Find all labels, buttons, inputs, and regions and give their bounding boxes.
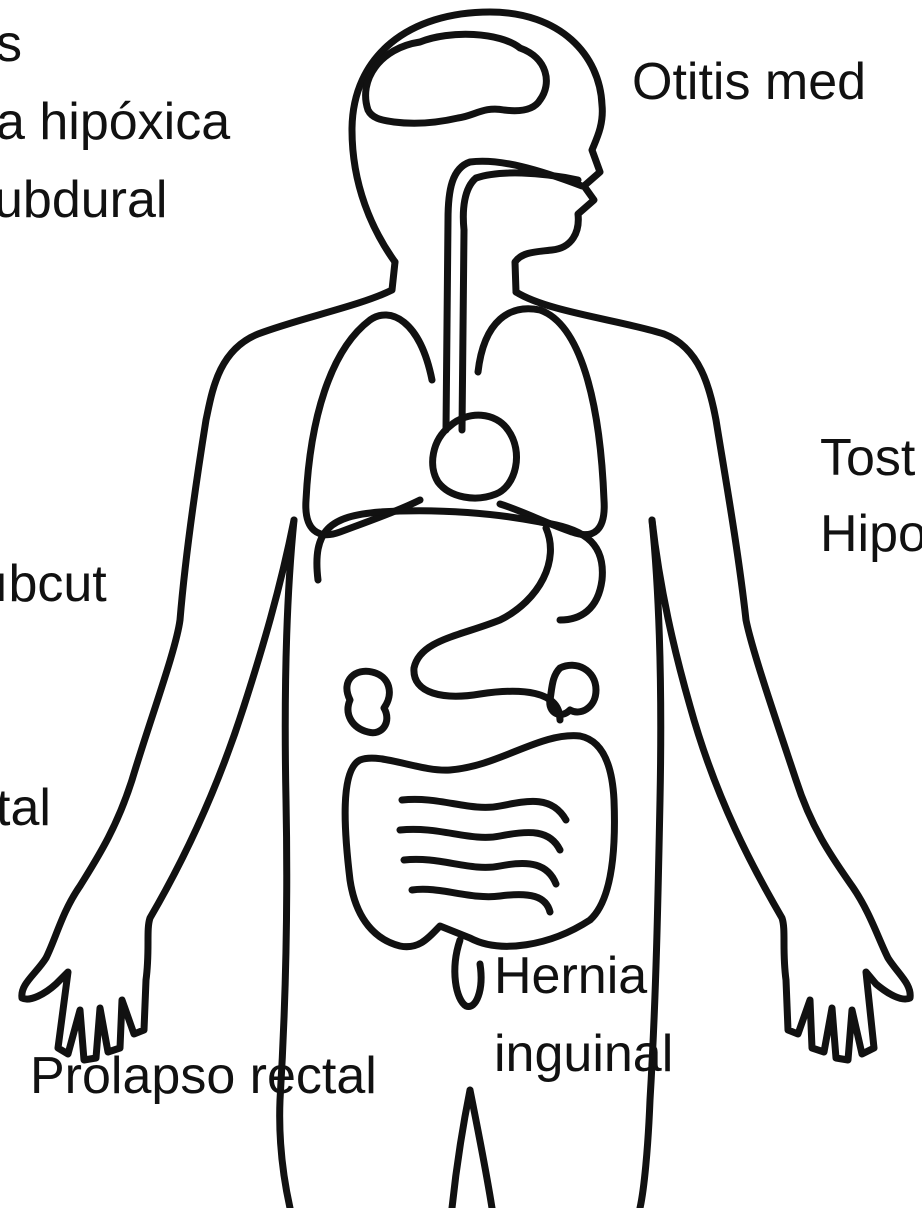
label-left-hip: tal [0, 782, 51, 834]
colon-outline [345, 736, 614, 947]
right-leg-outline [640, 520, 661, 1208]
crotch-outline [452, 1090, 492, 1208]
label-chest-right-1: Tost [820, 432, 915, 484]
label-chest-right-2: Hipo [820, 508, 922, 560]
label-left-arm: ıbcut [0, 558, 107, 610]
stomach-outline [414, 528, 560, 720]
label-head-line1: s [0, 18, 22, 70]
label-hernia-1: Hernia [494, 950, 647, 1002]
label-head-line3: ubdural [0, 174, 167, 226]
heart-outline [433, 415, 517, 498]
left-lung-outline [306, 315, 432, 535]
label-rectal: Prolapso rectal [30, 1050, 377, 1102]
right-torso-arm-outline [516, 292, 910, 1060]
brain-outline [366, 34, 547, 123]
esophagus-outline [446, 161, 582, 430]
label-ear: Otitis med [632, 56, 866, 108]
left-kidney-outline [347, 671, 389, 732]
small-intestine-outline [400, 799, 566, 912]
rectum-outline [455, 940, 481, 1007]
left-torso-arm-outline [22, 262, 395, 1060]
label-head-line2: a hipóxica [0, 96, 230, 148]
label-hernia-2: inguinal [494, 1028, 673, 1080]
